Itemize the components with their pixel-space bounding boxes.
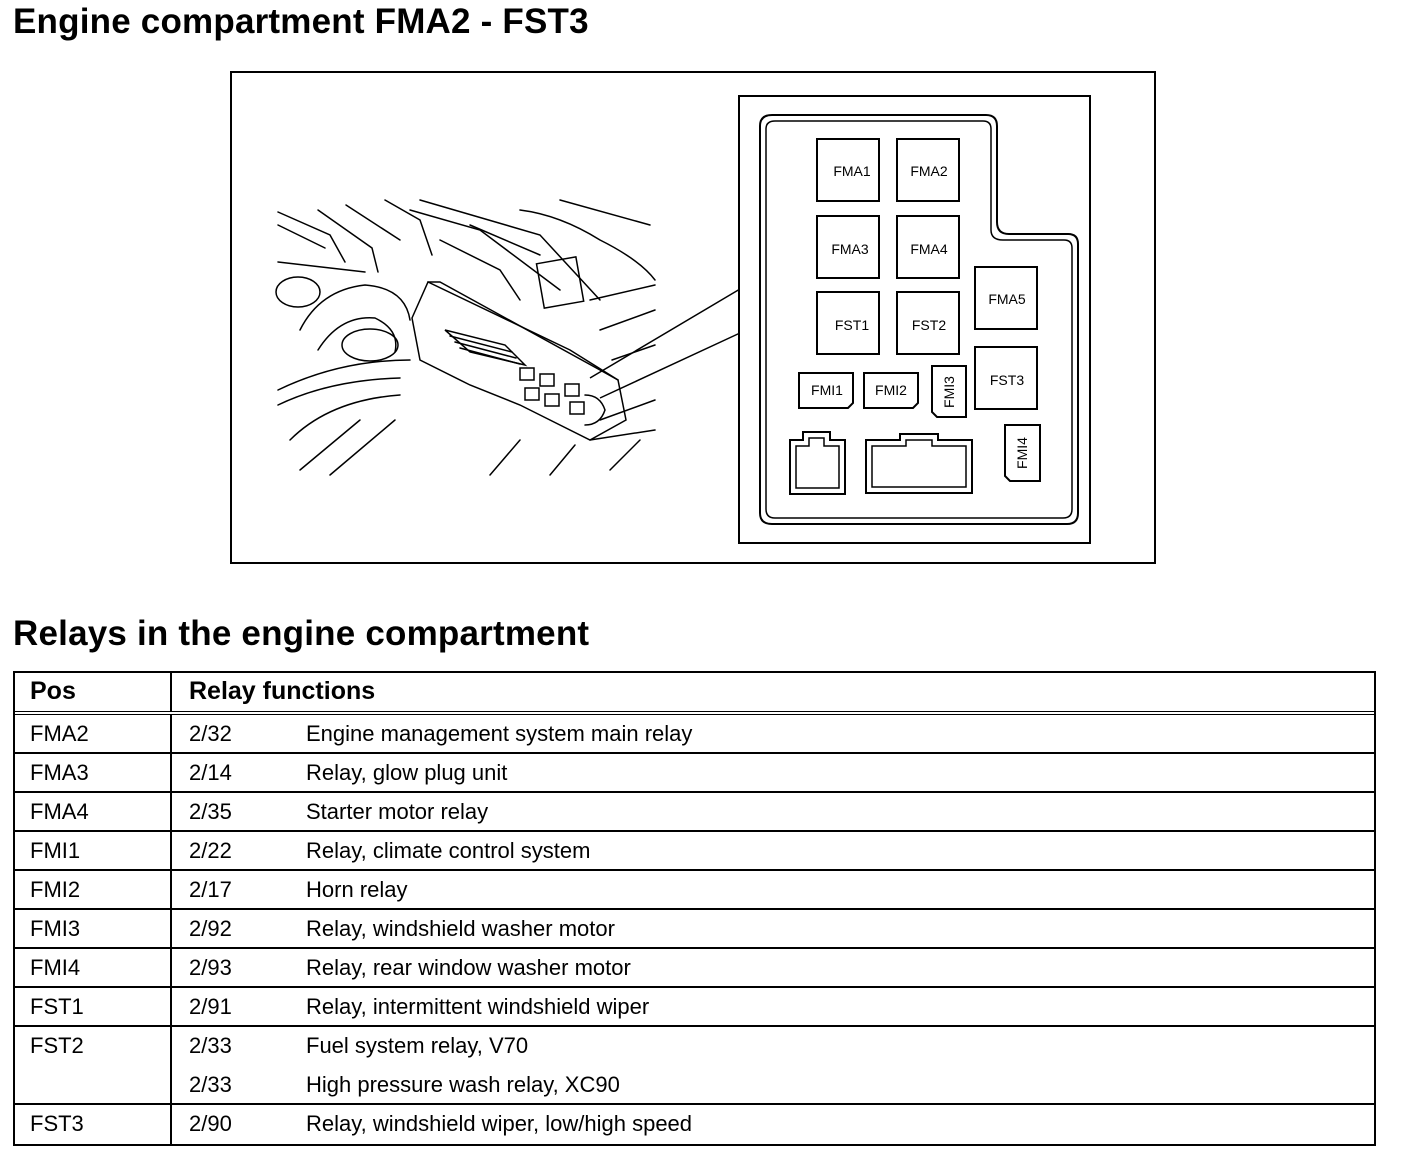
relay-fst1: FST1 (816, 291, 880, 355)
row-desc: Relay, windshield wiper, low/high speed (306, 1111, 693, 1136)
row-pos: FMA3 (30, 760, 89, 785)
diagram-frame (230, 71, 1156, 564)
relay-fma2: FMA2 (896, 138, 960, 202)
row-desc: Horn relay (306, 877, 408, 902)
row-pos: FST3 (30, 1111, 84, 1136)
row-desc: Relay, intermittent windshield wiper (306, 994, 650, 1019)
relay-fmi2: FMI2 (863, 372, 919, 409)
row-code: 2/17 (189, 877, 232, 902)
row-code: 2/14 (189, 760, 232, 785)
row-code: 2/35 (189, 799, 232, 824)
table-row: FMI2 2/17 Horn relay (15, 871, 1374, 910)
section-title: Relays in the engine compartment (13, 614, 590, 653)
row-code: 2/32 (189, 721, 232, 746)
header-relay-functions: Relay functions (189, 677, 376, 705)
row-code: 2/33 (189, 1033, 232, 1058)
row-desc: Relay, glow plug unit (306, 760, 508, 785)
relay-label: FMI3 (941, 376, 957, 408)
callout-line-upper (589, 288, 741, 379)
row-code: 2/91 (189, 994, 232, 1019)
relay-box-diagram: FMA1 FMA2 FMA3 FMA4 FST1 FST2 FMA5 FST3 … (230, 71, 1156, 564)
row-desc: High pressure wash relay, XC90 (306, 1072, 620, 1097)
row-pos: FMA2 (30, 721, 89, 746)
table-row: FMA3 2/14 Relay, glow plug unit (15, 754, 1374, 793)
row-desc: Relay, rear window washer motor (306, 955, 631, 980)
relay-fma1: FMA1 (816, 138, 880, 202)
relay-box-outline (759, 114, 1079, 525)
relay-label: FST1 (835, 317, 869, 333)
table-header: Pos Relay functions (15, 673, 1374, 715)
row-desc: Fuel system relay, V70 (306, 1033, 529, 1058)
table-row: FMA4 2/35 Starter motor relay (15, 793, 1374, 832)
table-row: FST1 2/91 Relay, intermittent windshield… (15, 988, 1374, 1027)
relay-fma4: FMA4 (896, 215, 960, 279)
relay-label: FMA1 (833, 163, 871, 179)
relay-fst2: FST2 (896, 291, 960, 355)
relay-table: Pos Relay functions FMA2 2/32 Engine man… (13, 671, 1376, 1146)
row-code: 2/22 (189, 838, 232, 863)
row-code: 2/93 (189, 955, 232, 980)
relay-fst3: FST3 (974, 346, 1038, 410)
table-row: FMI4 2/93 Relay, rear window washer moto… (15, 949, 1374, 988)
relay-fmi3: FMI3 (931, 365, 967, 418)
table-row: FST3 2/90 Relay, windshield wiper, low/h… (15, 1105, 1374, 1144)
row-desc: Engine management system main relay (306, 721, 693, 746)
row-pos: FST1 (30, 994, 84, 1019)
row-desc: Starter motor relay (306, 799, 489, 824)
row-pos: FMI3 (30, 916, 81, 941)
page-title: Engine compartment FMA2 - FST3 (13, 2, 589, 41)
row-pos: FMA4 (30, 799, 89, 824)
relay-label: FMI2 (875, 382, 907, 398)
row-desc: Relay, climate control system (306, 838, 591, 863)
relay-label: FMI4 (1014, 437, 1030, 469)
relay-label: FST2 (912, 317, 946, 333)
relay-fmi4: FMI4 (1004, 424, 1041, 482)
connector-large (865, 433, 973, 494)
relay-label: FMA2 (910, 163, 948, 179)
row-code: 2/90 (189, 1111, 232, 1136)
table-row: FST2 2/33 Fuel system relay, V70 2/33 Hi… (15, 1027, 1374, 1105)
relay-fmi1: FMI1 (798, 372, 854, 409)
header-pos: Pos (30, 677, 76, 705)
relay-label: FMA5 (988, 291, 1026, 307)
relay-label: FMA4 (910, 241, 948, 257)
table-row: FMI3 2/92 Relay, windshield washer motor (15, 910, 1374, 949)
callout-line-lower (599, 332, 741, 399)
relay-label: FMA3 (831, 241, 869, 257)
relay-fma5: FMA5 (974, 266, 1038, 330)
table-row: FMA2 2/32 Engine management system main … (15, 715, 1374, 754)
relay-label: FMI1 (811, 382, 843, 398)
row-pos: FMI4 (30, 955, 81, 980)
row-code: 2/33 (189, 1072, 232, 1097)
table-row: FMI1 2/22 Relay, climate control system (15, 832, 1374, 871)
row-code: 2/92 (189, 916, 232, 941)
row-desc: Relay, windshield washer motor (306, 916, 615, 941)
engine-bay-illustration (275, 199, 656, 476)
connector-small (789, 431, 846, 495)
row-pos: FMI2 (30, 877, 81, 902)
row-pos: FMI1 (30, 838, 81, 863)
relay-fma3: FMA3 (816, 215, 880, 279)
row-pos: FST2 (30, 1033, 84, 1058)
relay-label: FST3 (990, 372, 1024, 388)
